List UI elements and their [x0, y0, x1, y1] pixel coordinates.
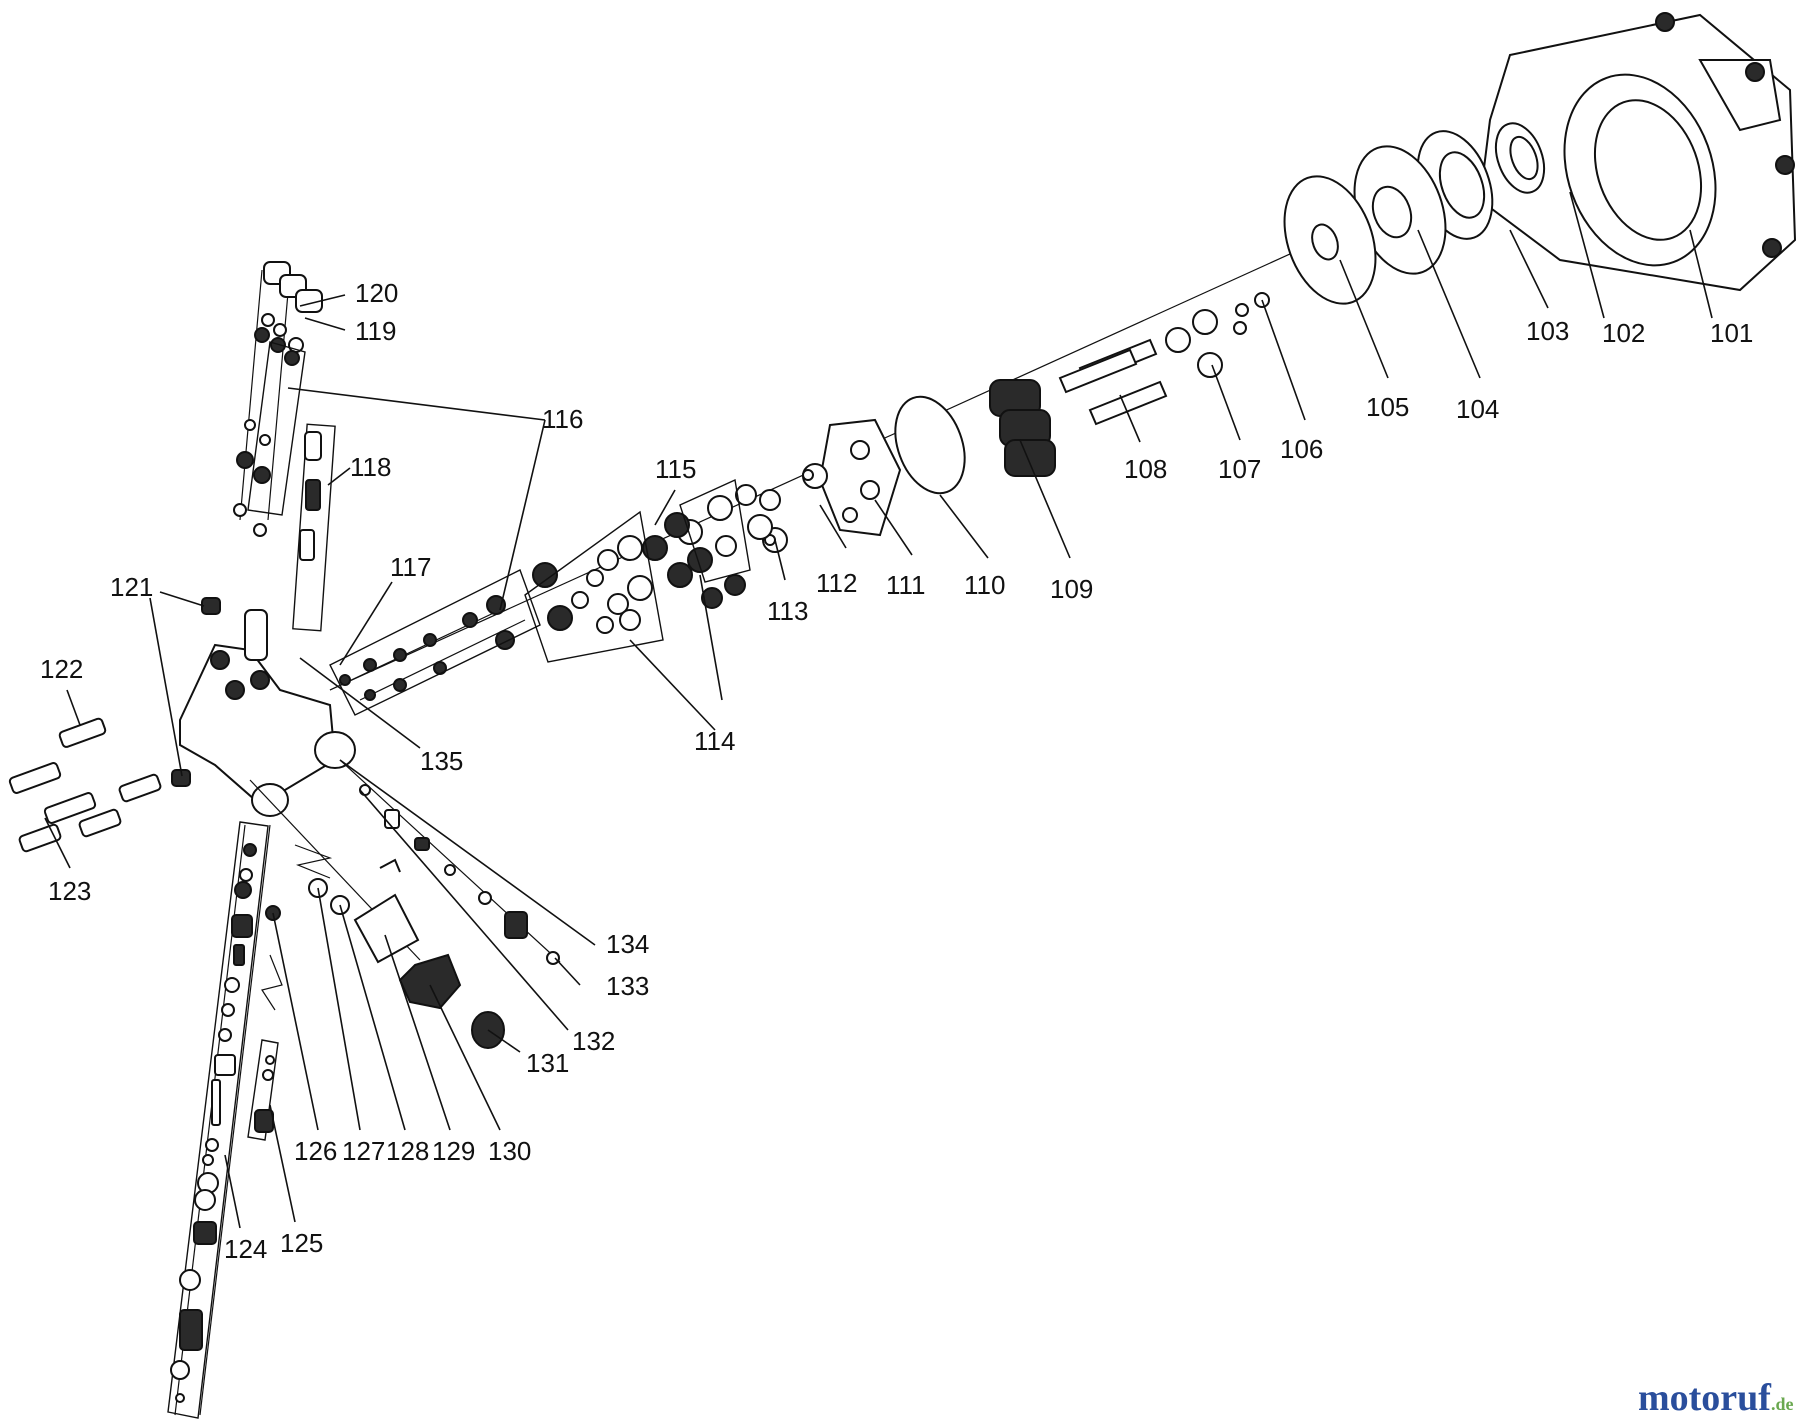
callout-124: 124	[224, 1234, 267, 1264]
lower-valve-stack-parts	[167, 821, 271, 1419]
pump-head-plate-part	[818, 418, 902, 537]
watermark-logo: motoruf.de	[1638, 1377, 1793, 1419]
seal-ring-part	[1494, 122, 1546, 194]
callout-128: 128	[386, 1136, 429, 1166]
outlet-parts	[249, 779, 505, 1049]
callout-labels: 101 102 103 104 105 106 107 108 109 110 …	[40, 278, 1753, 1264]
break-line-lower	[261, 954, 283, 1011]
callout-107: 107	[1218, 454, 1261, 484]
callout-115: 115	[655, 454, 696, 484]
washer-parts	[1165, 292, 1270, 378]
callout-111: 111	[886, 570, 926, 600]
watermark-main: motoruf	[1638, 1377, 1772, 1419]
callout-123: 123	[48, 876, 91, 906]
unloader-stack-parts	[233, 261, 323, 537]
callout-119: 119	[355, 316, 396, 346]
callout-134: 134	[606, 929, 649, 959]
callout-110: 110	[964, 570, 1005, 600]
callout-117: 117	[390, 552, 431, 582]
spring-parts	[989, 379, 1056, 477]
leader-lines	[44, 191, 1713, 1229]
callout-112: 112	[816, 568, 857, 598]
callout-103: 103	[1526, 316, 1569, 346]
piston-parts	[1058, 338, 1168, 426]
callout-133: 133	[606, 971, 649, 1001]
valve-assembly-parts	[329, 595, 526, 701]
callout-127: 127	[342, 1136, 385, 1166]
callout-120: 120	[355, 278, 398, 308]
callout-121: 121	[110, 572, 153, 602]
callout-116: 116	[542, 404, 583, 434]
kit-box-114	[524, 510, 664, 663]
callout-109: 109	[1050, 574, 1093, 604]
callout-122: 122	[40, 654, 83, 684]
callout-102: 102	[1602, 318, 1645, 348]
callout-135: 135	[420, 746, 463, 776]
pump-housing-part	[1478, 12, 1797, 292]
unloader-spring-part	[299, 431, 322, 561]
kit-box-125	[247, 1039, 279, 1141]
callout-106: 106	[1280, 434, 1323, 464]
wobble-plate-part	[1283, 175, 1377, 305]
callout-105: 105	[1366, 392, 1409, 422]
adapter-part	[254, 1055, 275, 1133]
callout-130: 130	[488, 1136, 531, 1166]
callout-114: 114	[694, 726, 735, 756]
callout-101: 101	[1710, 318, 1753, 348]
kit-box-116	[247, 341, 306, 516]
callout-113: 113	[767, 596, 808, 626]
kit-box-118	[292, 423, 336, 632]
callout-108: 108	[1124, 454, 1167, 484]
thermal-relief-parts	[339, 759, 561, 965]
callout-129: 129	[432, 1136, 475, 1166]
callout-131: 131	[526, 1048, 569, 1078]
callout-126: 126	[294, 1136, 337, 1166]
kit-box-115	[679, 478, 751, 583]
o-ring-part	[894, 395, 966, 495]
kit-box-117	[329, 569, 541, 716]
seal-kit-parts	[532, 463, 828, 634]
callout-125: 125	[280, 1228, 323, 1258]
callout-132: 132	[572, 1026, 615, 1056]
callout-118: 118	[350, 452, 391, 482]
manifold-block-part	[179, 609, 356, 817]
watermark-suffix: .de	[1771, 1394, 1794, 1414]
callout-104: 104	[1456, 394, 1499, 424]
break-line	[294, 844, 333, 879]
